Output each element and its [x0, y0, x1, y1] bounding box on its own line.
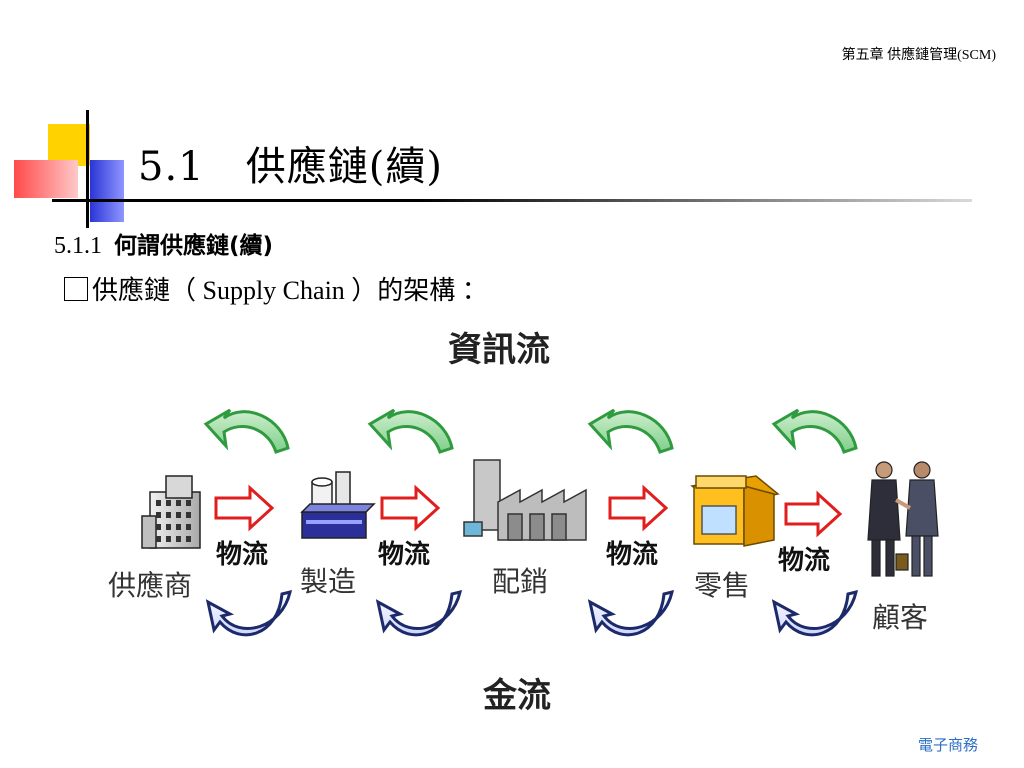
bullet-box-icon: [64, 276, 88, 301]
decor-yellow-square: [48, 124, 90, 166]
slide-title: 5.1 供應鏈(續): [138, 144, 443, 190]
navy-curved-arrow-4: [771, 589, 858, 637]
chapter-header: 第五章 供應鏈管理(SCM): [841, 48, 996, 63]
navy-curved-arrow-2: [375, 589, 462, 637]
money-flow-label: 金流: [483, 676, 551, 716]
red-arrow-2: [380, 484, 441, 532]
node-label-distribution: 配銷: [492, 565, 549, 598]
red-arrow-1: [214, 484, 275, 532]
red-arrow-3: [608, 484, 669, 532]
node-label-manufacturing: 製造: [300, 565, 357, 598]
bullet-line: 供應鏈（ Supply Chain ）的架構 ：: [64, 270, 488, 307]
decor-blue-square: [90, 160, 124, 222]
node-label-customer: 顧客: [872, 601, 929, 634]
logistics-label-1: 物流: [216, 540, 269, 570]
title-underline: [52, 199, 972, 202]
decor-vertical-line: [86, 110, 89, 228]
info-flow-arrows: [203, 408, 858, 454]
section-heading: 5.1.1 何謂供應鏈(續): [54, 226, 273, 260]
red-arrow-4: [784, 490, 843, 538]
warehouse-icon: [463, 459, 587, 541]
navy-curved-arrow-3: [587, 589, 674, 637]
money-flow-arrows: [205, 589, 858, 637]
green-curved-arrow-3: [587, 408, 674, 454]
node-label-supplier: 供應商: [108, 569, 193, 602]
footer-label: 電子商務: [917, 736, 978, 754]
customers-icon: [867, 461, 939, 577]
decor-red-square: [14, 160, 78, 198]
green-curved-arrow-2: [367, 408, 454, 454]
store-icon: [690, 475, 780, 547]
node-label-retail: 零售: [694, 569, 751, 602]
bullet-text: 供應鏈（ Supply Chain ）的架構 ：: [92, 276, 488, 305]
green-curved-arrow-4: [771, 408, 858, 454]
navy-curved-arrow-1: [205, 589, 292, 637]
info-flow-label: 資訊流: [448, 330, 550, 370]
logistics-label-2: 物流: [378, 540, 431, 570]
logistics-label-4: 物流: [778, 546, 831, 576]
supplier-building-icon: [141, 475, 201, 549]
section-number: 5.1.1: [54, 233, 102, 259]
factory-icon: [300, 471, 376, 539]
logistics-label-3: 物流: [606, 540, 659, 570]
section-text: 何謂供應鏈(續): [114, 233, 274, 259]
green-curved-arrow-1: [203, 408, 290, 454]
logistics-arrows: [214, 484, 843, 538]
